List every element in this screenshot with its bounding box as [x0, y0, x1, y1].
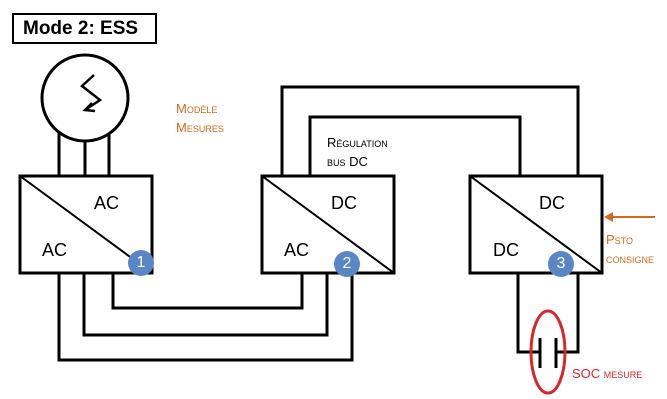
- model-label: Modèle Mesures: [176, 99, 224, 137]
- converter-3-bottom-label: DC: [493, 240, 519, 260]
- regulation-line-1: Régulation: [327, 135, 388, 150]
- converter-3-box: [468, 174, 604, 275]
- regulation-label: Régulation bus DC: [327, 133, 388, 171]
- converter-3-top-label: DC: [539, 193, 565, 213]
- mode-title: Mode 2: ESS: [12, 13, 157, 44]
- converter-3-badge: 3: [548, 251, 574, 277]
- converter-1-bottom-label: AC: [42, 240, 68, 260]
- psto-line-1: Psto: [606, 232, 634, 247]
- converter-2-bottom-label: AC: [284, 240, 310, 260]
- psto-line-2: consigne: [606, 251, 655, 266]
- model-line-1: Modèle: [176, 101, 218, 116]
- converter-2-box: [260, 174, 396, 275]
- regulation-line-2: bus DC: [327, 154, 368, 169]
- soc-highlight: [529, 309, 567, 395]
- converter-1-badge: 1: [128, 250, 154, 276]
- psto-label: Psto consigne: [606, 230, 654, 268]
- converter-1-top-label: AC: [94, 193, 120, 213]
- soc-label: SOC mesure: [572, 366, 643, 381]
- converter-2-badge: 2: [334, 251, 360, 277]
- battery-icon: [538, 338, 558, 368]
- ac-source-icon: [40, 53, 130, 143]
- model-line-2: Mesures: [176, 120, 224, 135]
- arrow-left-icon: [604, 212, 655, 222]
- converter-2-top-label: DC: [331, 193, 357, 213]
